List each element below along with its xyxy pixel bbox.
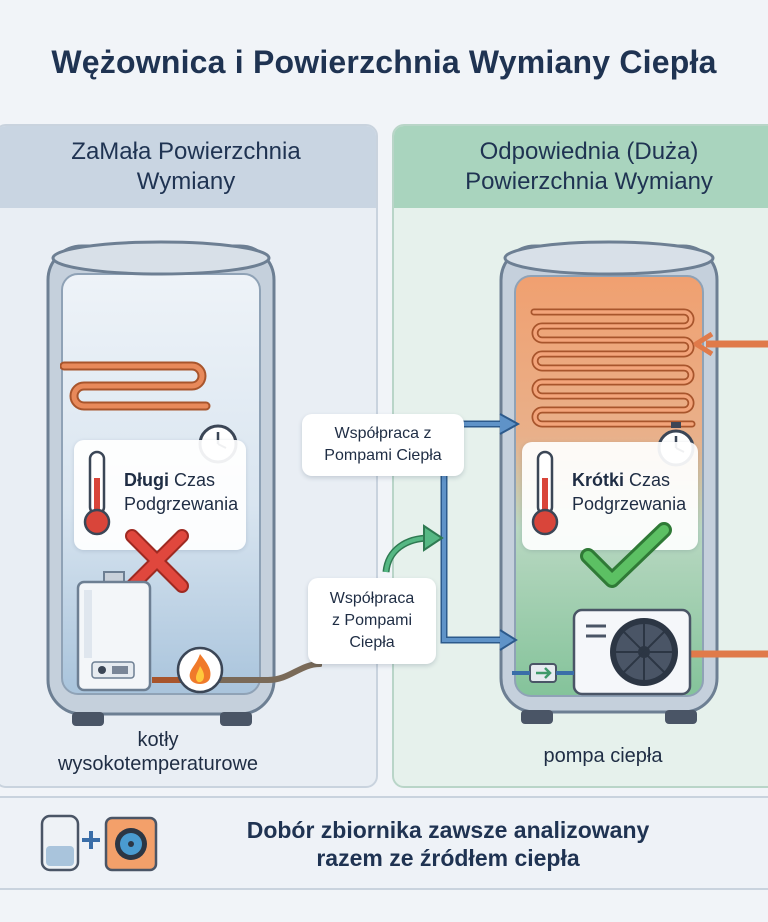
large-coil [530, 308, 696, 428]
short-heating-time-label: Krótki Czas Podgrzewania [572, 468, 696, 516]
large-surface-heading: Odpowiednia (Duża) Powierzchnia Wymiany [394, 126, 768, 208]
footer-line1: Dobór zbiornika zawsze analizowany [246, 817, 650, 843]
check-icon [580, 522, 672, 588]
flame-icon [152, 646, 322, 694]
heat-pump-icon [512, 608, 692, 696]
small-surface-heading-line1: ZaMała Powierzchnia [71, 138, 301, 165]
large-surface-heading-line2: Powierzchnia Wymiany [465, 168, 713, 195]
upper-label-line2: Pompami Ciepła [324, 447, 442, 464]
small-coil [60, 361, 211, 411]
tank-plus-heat-pump-icon [40, 814, 158, 872]
lower-label-line3: Ciepła [349, 634, 395, 651]
small-surface-heading: ZaMała Powierzchnia Wymiany [0, 126, 376, 208]
time-word: Czas [169, 470, 216, 490]
connection-arrows [382, 413, 521, 651]
right-caption: pompa ciepła [543, 745, 663, 767]
footer-line2: razem ze źródłem ciepła [316, 845, 580, 871]
left-caption-line1: kotły [137, 729, 179, 751]
boiler-icon [76, 571, 152, 692]
small-surface-heading-line2: Wymiany [136, 168, 236, 195]
time-word-right: Czas [624, 470, 671, 490]
footer-summary: Dobór zbiornika zawsze analizowany razem… [0, 796, 768, 890]
heat-pump-cooperation-label-upper: Współpraca z Pompami Ciepła [302, 414, 464, 476]
long-heating-time-label: Długi Czas Podgrzewania [124, 468, 244, 516]
diagram-title: Wężownica i Powierzchnia Wymiany Ciepła [51, 44, 717, 80]
heat-pump-cooperation-label-lower: Współpraca z Pompami Ciepła [308, 578, 436, 664]
lower-label-line1: Współpraca [329, 590, 415, 607]
short-time-word: Krótki [572, 470, 625, 490]
left-caption-line2: wysokotemperaturowe [57, 753, 259, 775]
cross-icon [125, 529, 189, 593]
thermometer-icon [83, 450, 111, 536]
footer-text: Dobór zbiornika zawsze analizowany razem… [168, 816, 728, 872]
long-time-word: Długi [124, 470, 169, 490]
upper-label-line1: Współpraca z [334, 425, 432, 442]
lower-label-line2: z Pompami [331, 612, 412, 629]
left-caption: kotły wysokotemperaturowe [0, 728, 316, 776]
heat-pump-pipes [688, 331, 768, 658]
large-surface-heading-line1: Odpowiednia (Duża) [479, 138, 699, 165]
thermometer-icon-right [531, 450, 559, 536]
heating-word: Podgrzewania [124, 494, 239, 514]
heating-word-right: Podgrzewania [572, 494, 687, 514]
